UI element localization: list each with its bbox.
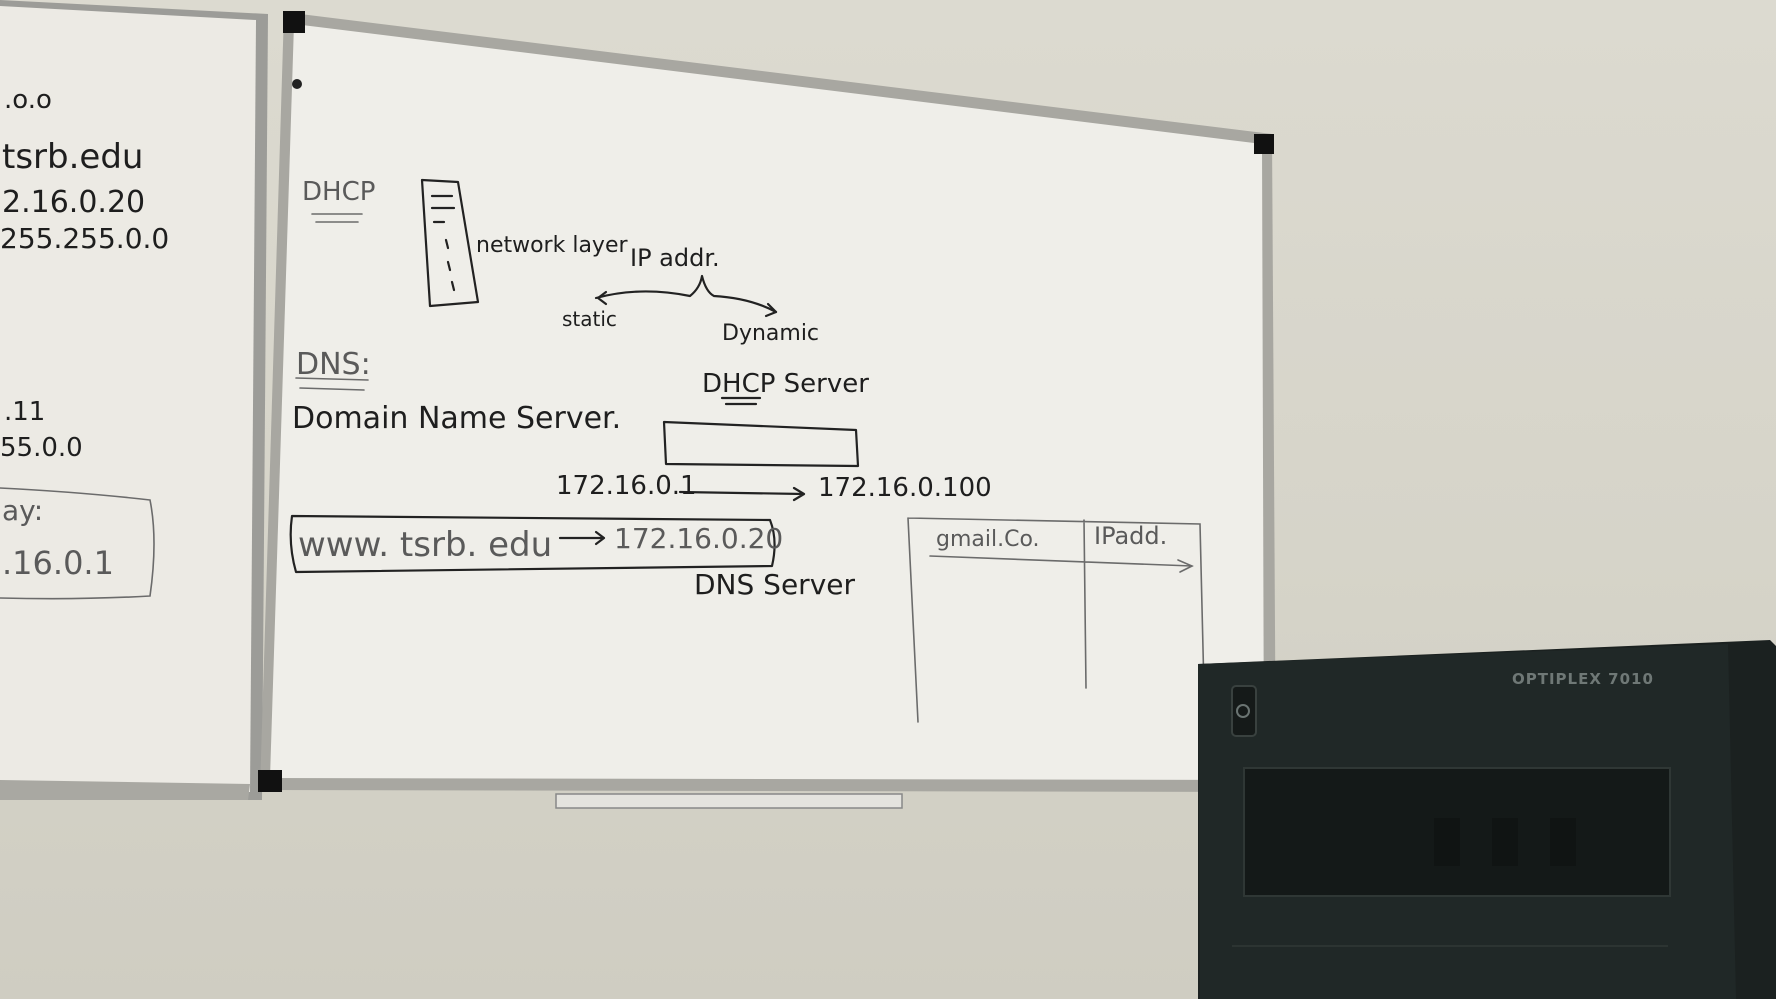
board-drawings	[289, 178, 1205, 723]
main-board-text: DHCP network layer IP addr. static Dynam…	[292, 177, 1167, 601]
power-button-icon	[1231, 685, 1257, 737]
left-line-8: .16.0.1	[2, 544, 114, 582]
left-line-6: 55.0.0	[0, 433, 83, 463]
ip-addr-text: IP addr.	[630, 244, 720, 272]
optiplex-label: OPTIPLEX 7010	[1512, 670, 1654, 688]
left-whiteboard	[0, 0, 268, 800]
range-start-text: 172.16.0.1	[556, 471, 697, 501]
dhcp-heading: DHCP	[302, 177, 375, 207]
left-line-1: .o.o	[4, 85, 52, 115]
dns-server-text: DNS Server	[694, 568, 855, 601]
www-ip-text: 172.16.0.20	[614, 522, 783, 555]
static-text: static	[562, 307, 617, 331]
table-column-2: IPadd.	[1094, 522, 1167, 550]
left-line-4: 255.255.0.0	[0, 222, 169, 255]
computer-tower: OPTIPLEX 7010	[1198, 640, 1776, 999]
range-end-text: 172.16.0.100	[818, 473, 992, 503]
dynamic-text: Dynamic	[722, 321, 819, 346]
table-column-1: gmail.Co.	[936, 527, 1040, 552]
www-example-text: www. tsrb. edu	[298, 525, 552, 565]
left-board-text: .o.o tsrb.edu 2.16.0.20 255.255.0.0 .11 …	[0, 85, 169, 582]
left-line-5: .11	[4, 397, 45, 427]
left-line-7: ay:	[2, 494, 43, 527]
dns-heading: DNS:	[296, 347, 371, 382]
main-whiteboard	[258, 11, 1276, 809]
network-layer-text: network layer	[476, 233, 628, 258]
left-line-2: tsrb.edu	[2, 137, 143, 177]
domain-name-server-text: Domain Name Server.	[292, 401, 621, 436]
dhcp-server-text: DHCP Server	[702, 369, 869, 399]
left-line-3: 2.16.0.20	[2, 185, 145, 220]
